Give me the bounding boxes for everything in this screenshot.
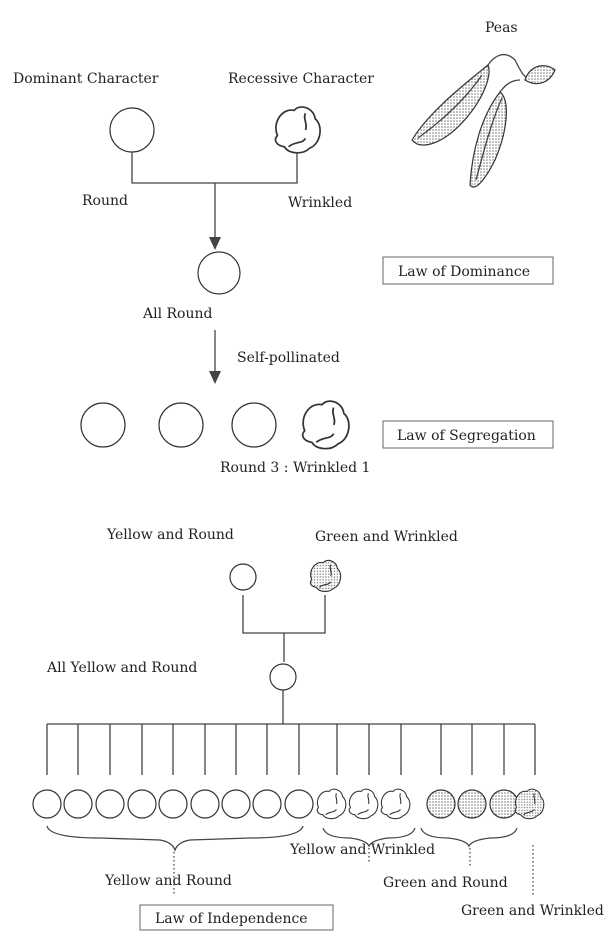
parent2-label: Green and Wrinkled (315, 529, 458, 545)
round-pea (109, 107, 155, 153)
pea-pods-illustration: Peas (411, 20, 556, 188)
f2-round-pea (231, 402, 277, 448)
recessive-character-label: Recessive Character (228, 71, 374, 87)
offspring-pea (426, 789, 456, 819)
brace (420, 827, 518, 848)
law-of-independence-label: Law of Independence (155, 911, 308, 927)
offspring-pea (457, 789, 487, 819)
green-wrinkled-pea (309, 559, 342, 593)
offspring-pea (348, 788, 379, 820)
offspring-pea (252, 789, 282, 819)
law-of-independence-box (139, 904, 334, 931)
f1-round-pea (197, 251, 241, 295)
offspring-pea (221, 789, 251, 819)
offspring-pea (514, 788, 545, 820)
offspring-pea (32, 789, 62, 819)
arrow-down-icon (209, 371, 221, 384)
offspring-comb (32, 723, 545, 820)
f1-dihybrid-label: All Yellow and Round (46, 660, 197, 676)
arrow-down-icon (209, 237, 221, 250)
offspring-pea (127, 789, 157, 819)
group-label: Yellow and Round (104, 873, 232, 889)
self-pollinated-label: Self-pollinated (237, 350, 340, 366)
group-label: Green and Wrinkled (461, 903, 604, 919)
offspring-pea (316, 788, 347, 820)
offspring-pea (158, 789, 188, 819)
wrinkled-pea (274, 106, 321, 154)
offspring-pea (284, 789, 314, 819)
ratio-label: Round 3 : Wrinkled 1 (220, 460, 370, 476)
wrinkled-label: Wrinkled (288, 195, 352, 211)
brace (46, 825, 304, 852)
dominant-character-label: Dominant Character (13, 71, 159, 87)
group-label: Yellow and Wrinkled (289, 842, 435, 858)
all-round-label: All Round (142, 306, 213, 322)
offspring-pea (489, 789, 519, 819)
parent1-label: Yellow and Round (106, 527, 234, 543)
brace (322, 827, 416, 848)
f1-yellow-round-pea (269, 663, 297, 691)
offspring-pea (63, 789, 93, 819)
peas-title: Peas (485, 20, 518, 36)
law-of-segregation-box (382, 420, 554, 449)
f2-round-pea (80, 402, 126, 448)
law-of-dominance-box (382, 256, 554, 285)
yellow-round-pea (229, 563, 257, 591)
law-of-segregation-label: Law of Segregation (397, 428, 536, 444)
f2-round-pea (158, 402, 204, 448)
group-label: Green and Round (383, 875, 508, 891)
offspring-pea (190, 789, 220, 819)
comb-lines (46, 723, 536, 775)
offspring-pea (95, 789, 125, 819)
round-label: Round (82, 193, 128, 209)
law-of-dominance-label: Law of Dominance (398, 264, 530, 280)
f2-wrinkled-pea (301, 400, 350, 450)
offspring-pea (380, 788, 411, 820)
